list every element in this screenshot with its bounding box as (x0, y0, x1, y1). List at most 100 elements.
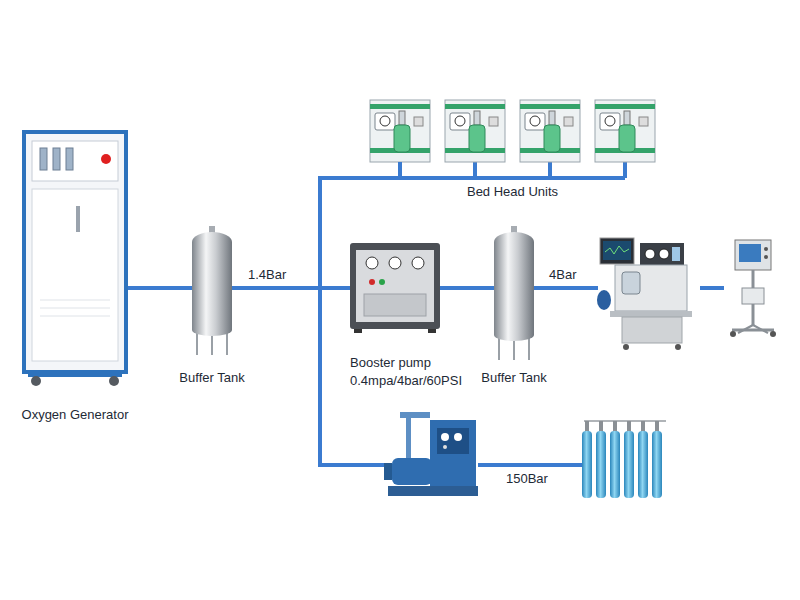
oxygen-compressor (384, 463, 392, 480)
booster-pump (350, 243, 440, 333)
anesthesia-machine (623, 344, 629, 350)
ventilator (732, 329, 774, 332)
buffer-tank (192, 242, 232, 330)
oxygen-compressor (388, 486, 478, 496)
booster-pump (364, 294, 426, 316)
pressure-label: 150Bar (505, 471, 549, 486)
buffer-tank (494, 242, 534, 335)
oxygen-cylinders (638, 431, 648, 498)
oxygen-generator-cabinet (40, 148, 47, 170)
oxygen-compressor (392, 458, 432, 485)
anesthesia-machine (622, 272, 640, 294)
oxygen-generator-cabinet (76, 206, 80, 232)
equipment-label: Oxygen Generator (22, 407, 129, 422)
pipe-connector (128, 286, 192, 290)
pipe (478, 463, 582, 467)
bed-head-units (595, 100, 655, 162)
pipe (700, 286, 724, 290)
anesthesia-machine (597, 290, 611, 310)
oxygen-compressor (437, 428, 469, 454)
oxygen-cylinders (584, 420, 666, 422)
oxygen-compressor (454, 433, 462, 441)
oxygen-generator-cabinet (28, 372, 122, 377)
oxygen-generator-cabinet (40, 300, 110, 301)
anesthesia-machine (597, 238, 692, 350)
pipe-connector (232, 286, 350, 290)
oxygen-cylinders (610, 431, 620, 498)
pipe (548, 162, 552, 178)
oxygen-generator-cabinet (53, 148, 60, 170)
ventilator (739, 244, 761, 262)
ventilator (764, 255, 768, 259)
oxygen-cylinders (624, 431, 634, 498)
booster-pump (354, 329, 362, 333)
oxygen-compressor (443, 445, 447, 449)
equipment-node: Booster pump0.4mpa/4bar/60PSI (350, 243, 440, 333)
oxygen-cylinders (652, 431, 662, 498)
buffer-tank (494, 226, 534, 360)
oxygen-cylinders (613, 421, 617, 432)
oxygen-generator-cabinet (101, 154, 111, 164)
oxygen-generator-cabinet (40, 316, 110, 317)
pipe-connector (232, 162, 400, 288)
oxygen-cylinders (585, 421, 589, 432)
booster-pump (356, 250, 434, 322)
ventilator (735, 240, 771, 270)
booster-pump (350, 243, 440, 329)
equipment-node: Oxygen Generator (22, 130, 128, 385)
pipe (534, 286, 598, 290)
oxygen-cylinders (655, 421, 659, 432)
bed-head-units (520, 100, 580, 162)
oxygen-cylinders (627, 421, 631, 432)
oxygen-cylinders (582, 431, 592, 498)
anesthesia-machine (615, 265, 687, 311)
bed-head-units (370, 100, 430, 162)
equipment-label: Buffer Tank (481, 370, 546, 385)
booster-pump (369, 279, 375, 285)
equipment-label: 0.4mpa/4bar/60PSI (350, 373, 462, 388)
ventilator (742, 288, 764, 304)
oxygen-cylinders (582, 421, 666, 498)
ventilator (764, 247, 768, 251)
booster-pump (389, 257, 401, 269)
anesthesia-machine (622, 317, 682, 343)
pipe (473, 162, 477, 178)
oxygen-generator-cabinet (66, 148, 73, 170)
oxygen-compressor (406, 418, 411, 458)
oxygen-generator-cabinet (32, 141, 118, 181)
ventilator (738, 325, 753, 333)
oxygen-generator-cabinet (31, 376, 41, 386)
ventilator (730, 240, 776, 337)
oxygen-compressor (400, 412, 430, 418)
equipment-label: Bed Head Units (467, 184, 558, 199)
pipe (623, 162, 627, 178)
buffer-tank (192, 324, 232, 336)
anesthesia-machine (675, 344, 681, 350)
ventilator (730, 331, 736, 337)
bed-head-units (445, 100, 505, 162)
oxygen-compressor (384, 412, 478, 496)
buffer-tank (494, 329, 534, 341)
oxygen-cylinders (599, 421, 603, 432)
ventilator (753, 325, 768, 333)
oxygen-compressor (441, 433, 449, 441)
oxygen-cylinders (596, 431, 606, 498)
oxygen-generator-cabinet (32, 189, 118, 361)
buffer-tank (192, 226, 232, 355)
anesthesia-machine (645, 249, 655, 259)
anesthesia-machine (605, 246, 629, 254)
oxygen-generator-cabinet (24, 132, 126, 372)
ventilator (770, 331, 776, 337)
anesthesia-machine (672, 247, 680, 261)
pipe (320, 162, 724, 465)
oxygen-generator-cabinet (109, 376, 119, 386)
anesthesia-machine (610, 311, 692, 317)
anesthesia-machine (600, 238, 634, 264)
pipe-connector (440, 286, 494, 290)
pressure-label: 4Bar (548, 267, 577, 282)
equipment-label: Booster pump (350, 355, 431, 370)
oxygen-generator-cabinet (40, 308, 110, 309)
